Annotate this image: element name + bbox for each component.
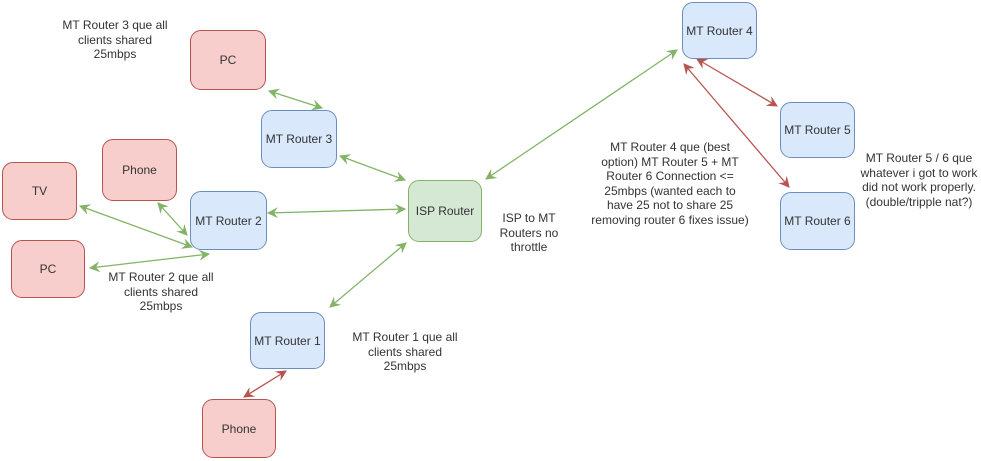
node-label: PC xyxy=(219,53,237,67)
node-mt-router-1[interactable]: MT Router 1 xyxy=(250,312,325,369)
node-label: MT Router 2 xyxy=(195,213,262,228)
node-isp-router[interactable]: ISP Router xyxy=(408,180,482,242)
node-label: MT Router 1 xyxy=(254,333,321,348)
node-label: MT Router 5 xyxy=(784,123,851,137)
node-mt-router-2[interactable]: MT Router 2 xyxy=(190,191,267,250)
node-mt-router-4[interactable]: MT Router 4 xyxy=(682,2,757,59)
note-isp: ISP to MT Routers no throttle xyxy=(499,211,559,255)
node-label: MT Router 6 xyxy=(784,214,851,228)
note-mt-router-2: MT Router 2 que all clients shared 25mbp… xyxy=(108,270,214,314)
node-label: PC xyxy=(39,262,57,276)
edge-mt-router-1--phone-bottom xyxy=(243,370,287,398)
edge-isp-router--mt-router-1 xyxy=(329,242,407,308)
edge-mt-router-3--isp-router xyxy=(338,154,407,182)
node-mt-router-6[interactable]: MT Router 6 xyxy=(780,192,855,250)
node-label: Phone xyxy=(221,421,257,436)
edge-mt-router-2--phone xyxy=(157,202,188,236)
node-mt-router-5[interactable]: MT Router 5 xyxy=(780,102,855,158)
node-mt-router-3[interactable]: MT Router 3 xyxy=(261,110,337,168)
note-mt-router-1: MT Router 1 que all clients shared 25mbp… xyxy=(352,330,458,374)
edge-mt-router-2--tv xyxy=(78,204,194,249)
edge-mt-router-4--mt-router-5 xyxy=(696,58,778,107)
note-mt-router-3: MT Router 3 que all clients shared 25mbp… xyxy=(62,18,168,62)
node-label: MT Router 4 xyxy=(686,23,753,38)
note-mt-router-4: MT Router 4 que (best option) MT Router … xyxy=(591,140,749,227)
node-pc-left[interactable]: PC xyxy=(11,240,85,298)
node-label: ISP Router xyxy=(415,204,475,218)
node-label: MT Router 3 xyxy=(265,132,333,146)
edge-pc-top--mt-router-3 xyxy=(267,88,324,111)
node-label: Phone xyxy=(122,163,157,177)
edge-mt-router-2--pc xyxy=(88,249,211,273)
edge-mt-router-2--isp-router xyxy=(266,203,407,219)
node-phone-upper[interactable]: Phone xyxy=(102,139,177,201)
node-phone-bottom[interactable]: Phone xyxy=(202,399,276,458)
node-label: TV xyxy=(31,184,48,198)
node-tv[interactable]: TV xyxy=(2,162,77,220)
note-mt-router-5-6: MT Router 5 / 6 que whatever i got to wo… xyxy=(860,151,978,209)
node-pc-top[interactable]: PC xyxy=(190,30,266,90)
